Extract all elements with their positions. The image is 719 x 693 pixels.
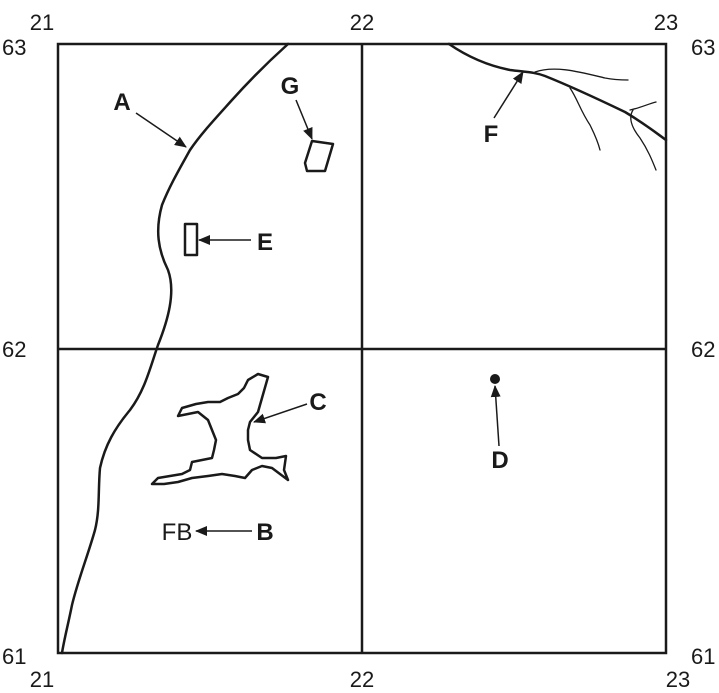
- label-g: G: [281, 73, 300, 100]
- label-a: A: [113, 89, 130, 116]
- map-symbol-fb: FB: [162, 519, 193, 546]
- feature-f-tributary-3: [630, 109, 657, 171]
- bottom-tick-21: 21: [30, 667, 54, 692]
- feature-f-tributary-2: [569, 87, 601, 151]
- top-tick-21: 21: [30, 10, 54, 35]
- feature-g-polygon: [303, 139, 335, 173]
- feature-e-rectangle: [183, 222, 199, 257]
- feature-f-tributary-1: [534, 68, 629, 81]
- arrow-f: [493, 71, 524, 119]
- arrow-a: [135, 112, 187, 148]
- right-tick-61: 61: [691, 644, 715, 669]
- right-tick-63: 63: [691, 35, 715, 60]
- feature-c-lake: [150, 372, 290, 486]
- left-tick-62: 62: [2, 337, 26, 362]
- arrow-g: [295, 99, 313, 140]
- top-tick-23: 23: [654, 10, 678, 35]
- label-b: B: [256, 519, 273, 546]
- right-tick-62: 62: [691, 337, 715, 362]
- feature-f-river: [447, 42, 668, 142]
- left-tick-63: 63: [2, 35, 26, 60]
- label-e: E: [257, 229, 273, 256]
- feature-f-tributary-4: [629, 101, 657, 111]
- feature-a-line: [60, 42, 290, 655]
- label-d: D: [491, 447, 508, 474]
- label-c: C: [309, 389, 326, 416]
- arrow-d: [490, 385, 501, 447]
- left-tick-61: 61: [2, 644, 26, 669]
- feature-d-point: [490, 374, 500, 384]
- bottom-tick-22: 22: [350, 667, 374, 692]
- label-f: F: [484, 121, 499, 148]
- arrow-c: [253, 403, 308, 424]
- bottom-tick-23: 23: [666, 667, 690, 692]
- top-tick-22: 22: [350, 10, 374, 35]
